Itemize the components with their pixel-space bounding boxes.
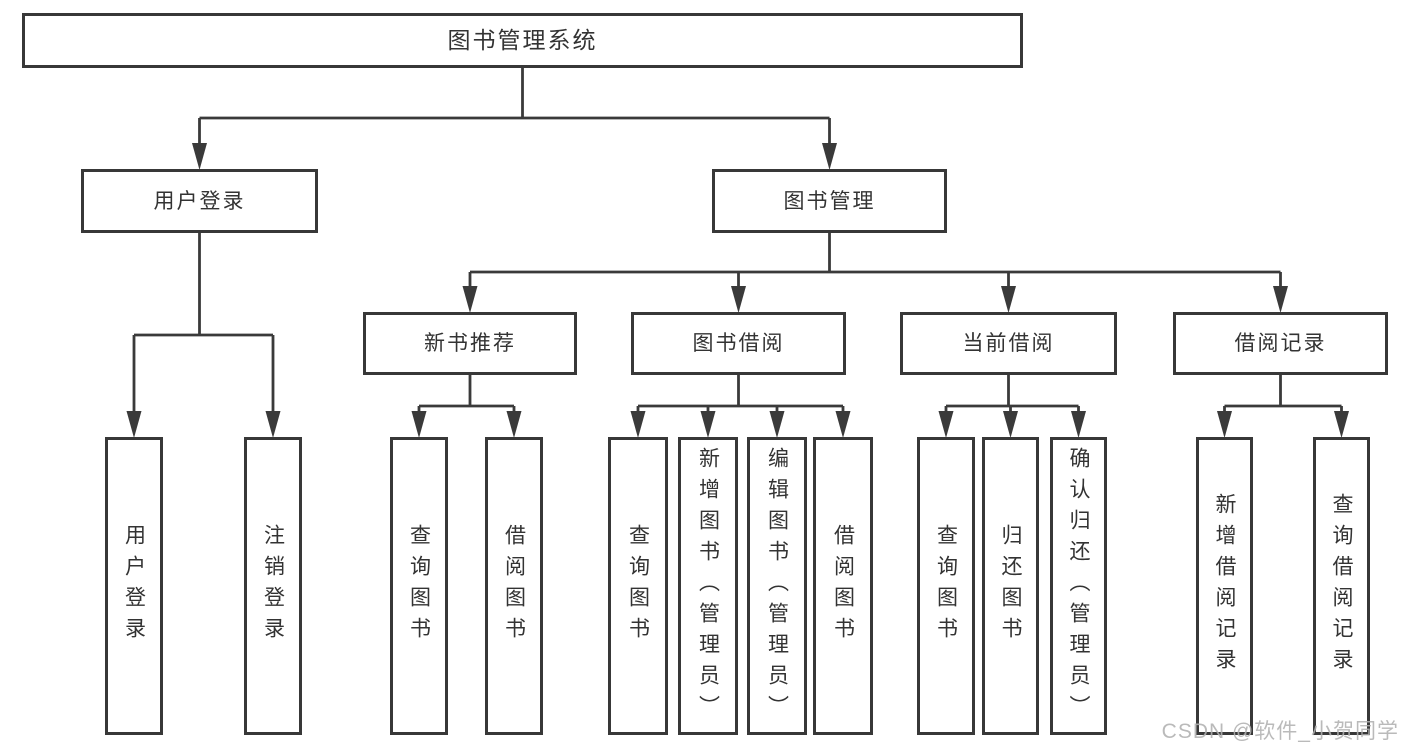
arrowhead-icon xyxy=(835,411,851,438)
node-leaf-query-books-2: 查询图书 xyxy=(608,437,668,735)
arrowhead-icon xyxy=(192,143,207,170)
arrowhead-icon xyxy=(1071,411,1086,438)
node-leaf-add-borrow-record: 新增借阅记录 xyxy=(1196,437,1253,735)
node-leaf-query-books-1: 查询图书 xyxy=(390,437,448,735)
node-leaf-query-books-3: 查询图书 xyxy=(917,437,975,735)
arrowhead-icon xyxy=(769,411,785,438)
node-leaf-logout: 注销登录 xyxy=(244,437,302,735)
node-label-leaf-logout: 注销登录 xyxy=(261,524,285,648)
node-current-borrowing: 当前借阅 xyxy=(900,312,1117,375)
node-label-leaf-query-books-3: 查询图书 xyxy=(934,524,958,648)
arrowhead-icon xyxy=(1273,286,1288,313)
arrowhead-icon xyxy=(411,411,427,438)
arrowhead-icon xyxy=(126,411,142,438)
node-label-current-borrowing: 当前借阅 xyxy=(962,332,1055,355)
node-book-borrowing: 图书借阅 xyxy=(631,312,846,375)
node-label-leaf-borrow-books-2: 借阅图书 xyxy=(831,524,855,648)
node-label-leaf-edit-books: 编辑图书（管理员） xyxy=(765,446,789,726)
node-label-leaf-query-books-1: 查询图书 xyxy=(407,524,431,648)
node-label-new-book-recommend: 新书推荐 xyxy=(424,332,516,355)
arrowhead-icon xyxy=(265,411,281,438)
arrowhead-icon xyxy=(506,411,522,438)
node-user-login: 用户登录 xyxy=(81,169,318,233)
node-label-leaf-confirm-return: 确认归还（管理员） xyxy=(1067,446,1090,726)
arrowhead-icon xyxy=(462,286,478,313)
node-leaf-edit-books: 编辑图书（管理员） xyxy=(747,437,807,735)
node-leaf-user-login: 用户登录 xyxy=(105,437,163,735)
arrowhead-icon xyxy=(1217,411,1232,438)
node-label-borrowing-records: 借阅记录 xyxy=(1234,332,1327,355)
node-book-management: 图书管理 xyxy=(712,169,947,233)
arrowhead-icon xyxy=(822,143,837,170)
node-label-leaf-user-login: 用户登录 xyxy=(122,524,146,648)
node-label-leaf-add-borrow-record: 新增借阅记录 xyxy=(1213,493,1236,679)
node-leaf-borrow-books-2: 借阅图书 xyxy=(813,437,873,735)
node-label-leaf-add-books: 新增图书（管理员） xyxy=(696,446,720,726)
arrowhead-icon xyxy=(700,411,716,438)
arrowhead-icon xyxy=(630,411,646,438)
node-leaf-confirm-return: 确认归还（管理员） xyxy=(1050,437,1107,735)
node-label-leaf-return-books: 归还图书 xyxy=(999,524,1022,648)
node-root: 图书管理系统 xyxy=(22,13,1023,68)
node-label-user-login: 用户登录 xyxy=(153,189,246,213)
node-leaf-query-borrow-record: 查询借阅记录 xyxy=(1313,437,1370,735)
arrowhead-icon xyxy=(1334,411,1349,438)
node-label-book-borrowing: 图书借阅 xyxy=(692,332,785,355)
node-borrowing-records: 借阅记录 xyxy=(1173,312,1388,375)
arrowhead-icon xyxy=(938,411,954,438)
node-label-leaf-query-borrow-record: 查询借阅记录 xyxy=(1330,493,1353,679)
node-leaf-add-books: 新增图书（管理员） xyxy=(678,437,738,735)
node-label-root: 图书管理系统 xyxy=(447,27,598,53)
arrowhead-icon xyxy=(1001,286,1016,313)
node-label-leaf-query-books-2: 查询图书 xyxy=(626,524,650,648)
arrowhead-icon xyxy=(731,286,746,313)
node-label-book-management: 图书管理 xyxy=(783,189,876,213)
node-label-leaf-borrow-books-1: 借阅图书 xyxy=(502,524,526,648)
arrowhead-icon xyxy=(1003,411,1018,438)
node-leaf-return-books: 归还图书 xyxy=(982,437,1039,735)
node-new-book-recommend: 新书推荐 xyxy=(363,312,577,375)
node-leaf-borrow-books-1: 借阅图书 xyxy=(485,437,543,735)
